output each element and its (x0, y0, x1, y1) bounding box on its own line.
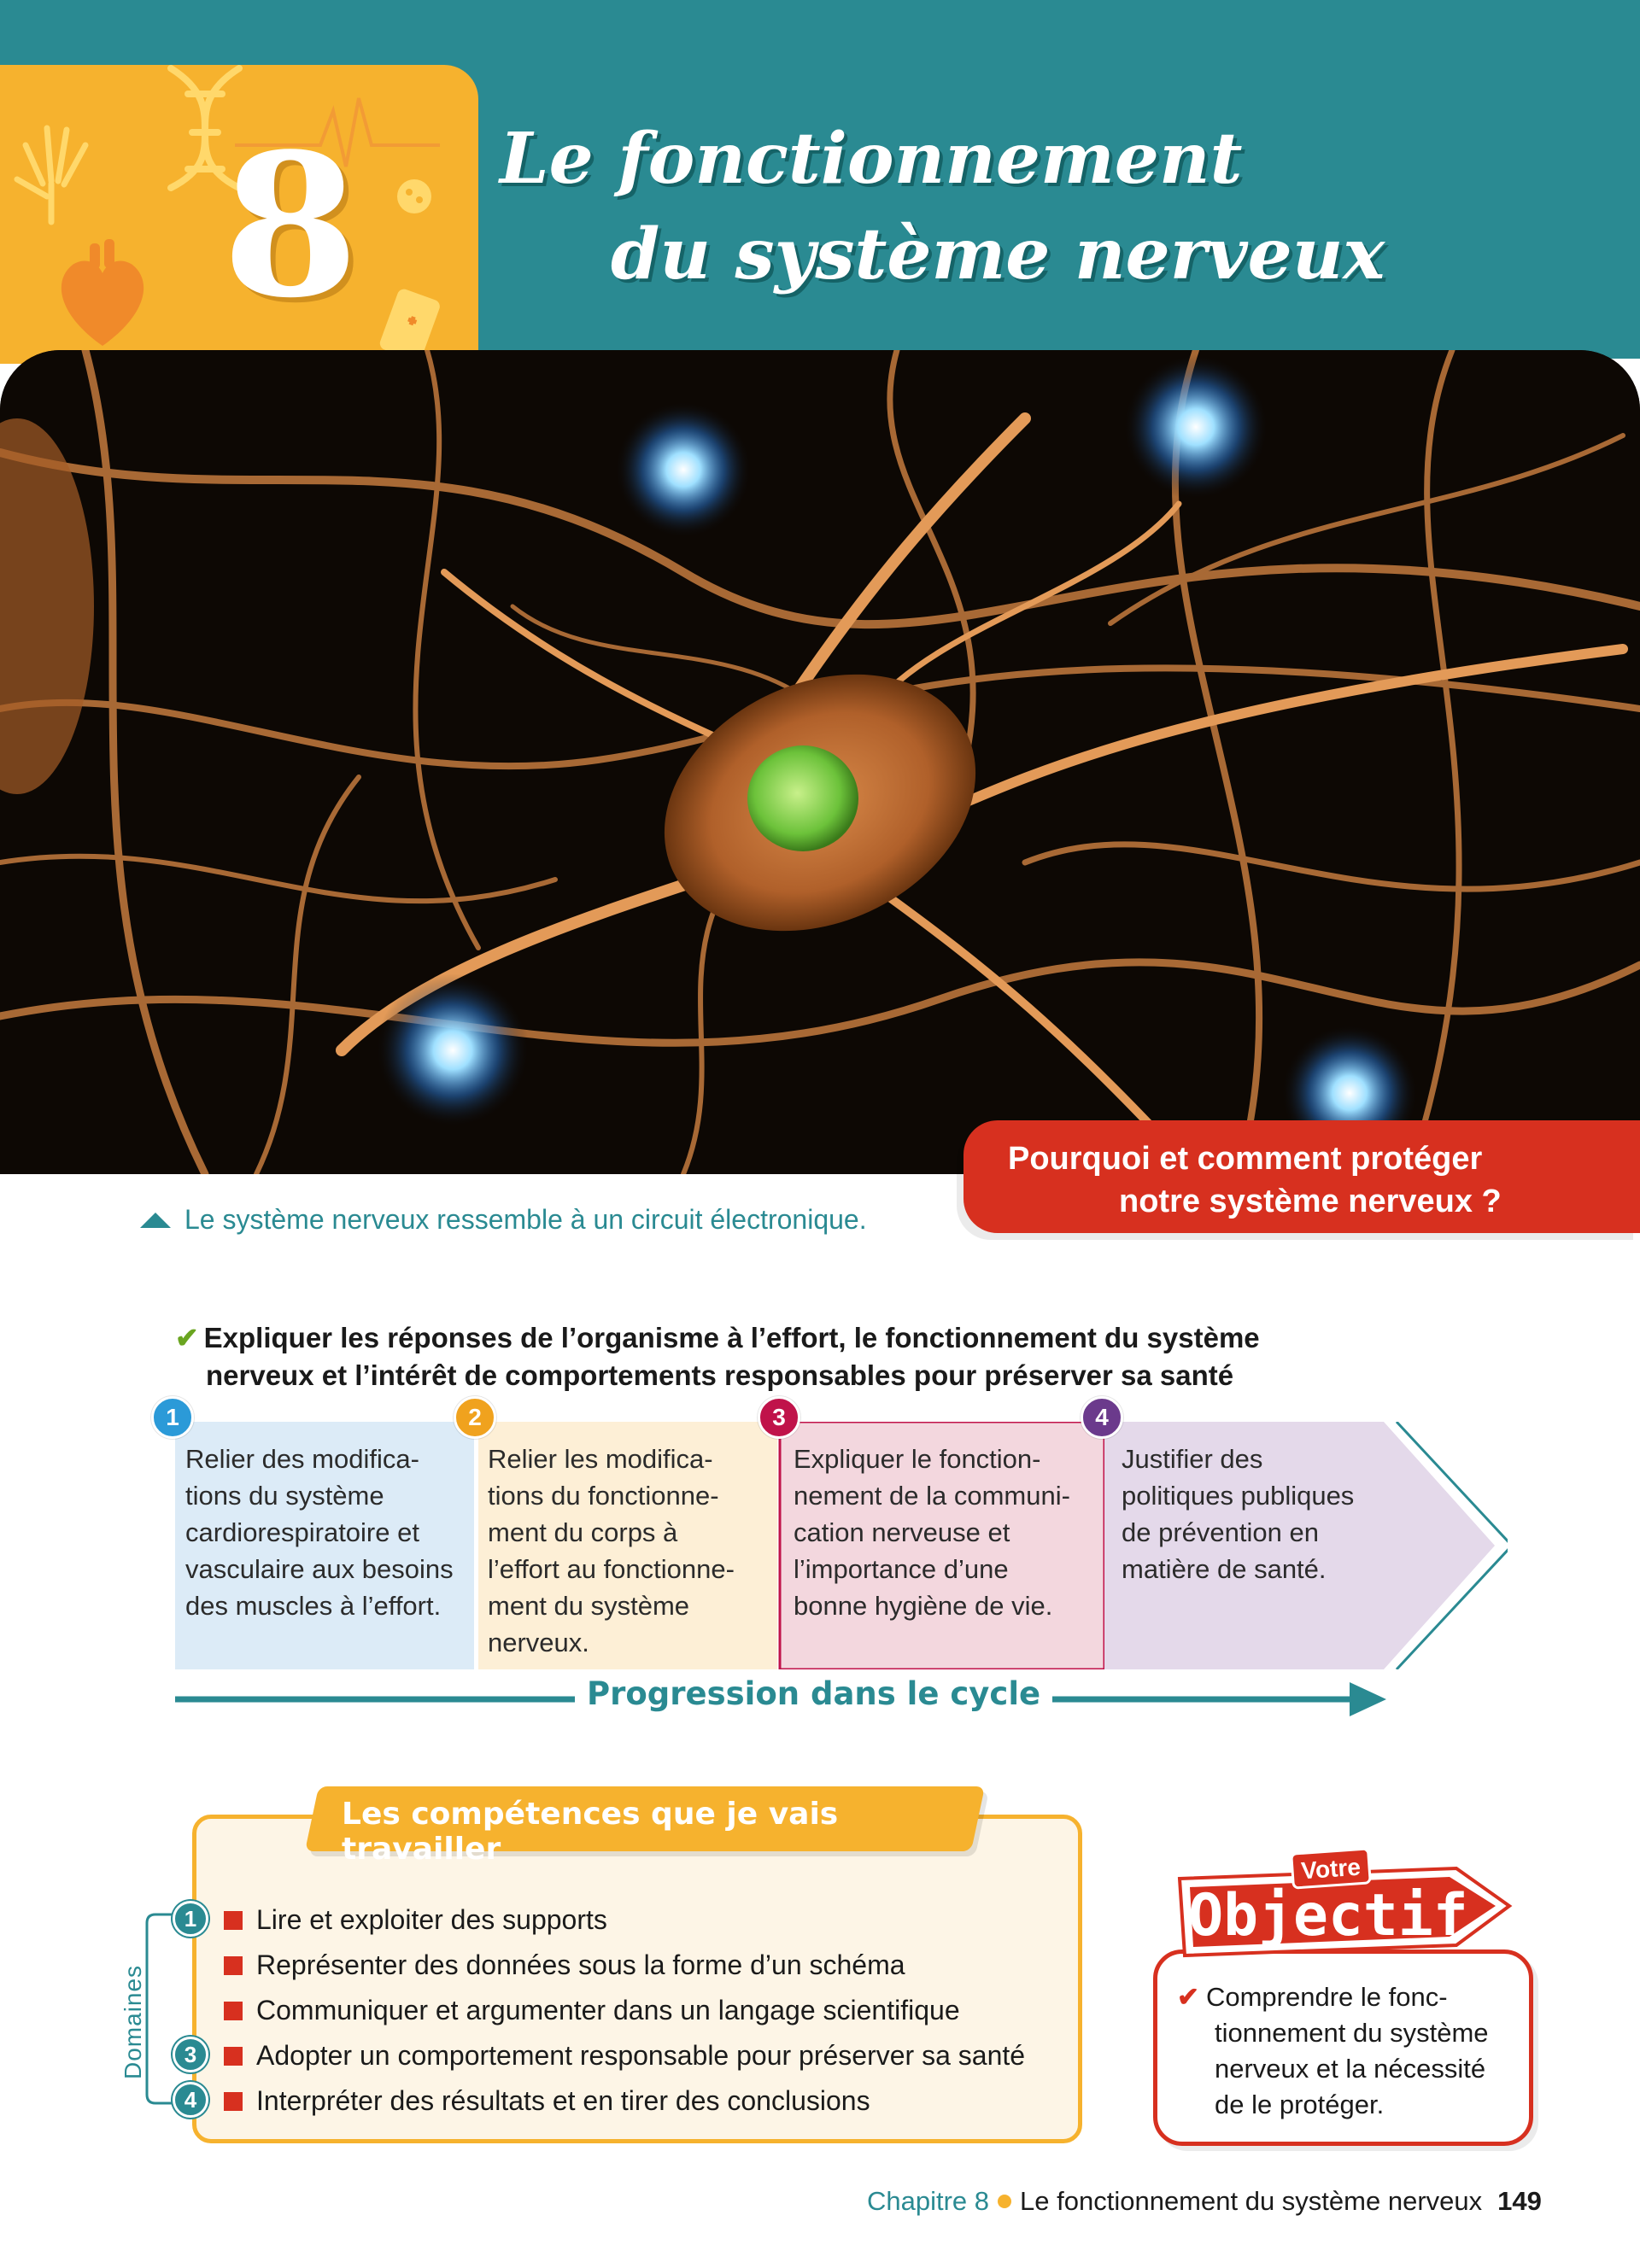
skeleton-hand-icon (14, 125, 89, 225)
medicine-bottle-icon (379, 289, 440, 359)
objectif-line: nerveux et la nécessité (1215, 2054, 1486, 2084)
chapter-title-line1: Le fonctionnement (500, 118, 1243, 200)
objectif-line: tionnement du système (1215, 2018, 1489, 2048)
image-caption: Le système nerveux ressemble à un circui… (140, 1204, 867, 1236)
objectif-banner: Votre Objectif (1177, 1847, 1513, 1958)
step-4-line: Justifier des (1122, 1444, 1263, 1474)
step-2-text: Relier les modifica- tions du fonctionne… (488, 1441, 735, 1661)
skills-banner-title: Les compétences que je vais travailler (342, 1797, 839, 1867)
step-3-line: nement de la communi- (794, 1481, 1070, 1511)
domains-bracket (145, 1913, 176, 2105)
page-number: 149 (1497, 2186, 1542, 2216)
steps-background (175, 1422, 1508, 1669)
progression-steps: 1 2 3 4 Relier des modifica- tions du sy… (151, 1396, 1508, 1669)
step-badge-4: 4 (1081, 1396, 1123, 1439)
heart-icon (61, 239, 144, 346)
domain-badge-3: 3 (173, 2037, 208, 2072)
objectif-line-text: Comprendre le fonc- (1205, 1982, 1448, 2012)
objectif-line: de le protéger. (1215, 2090, 1385, 2119)
step-3-line: bonne hygiène de vie. (794, 1591, 1053, 1621)
question-line1: Pourquoi et comment protéger (1008, 1141, 1483, 1177)
step-badge-1: 1 (151, 1396, 194, 1439)
caption-text: Le système nerveux ressemble à un circui… (184, 1204, 867, 1235)
chapter-title: Le fonctionnement du système nerveux (500, 111, 1610, 302)
step-1-line: cardiorespiratoire et (185, 1517, 419, 1547)
page-footer: Chapitre 8 Le fonctionnement du système … (867, 2186, 1542, 2217)
heartbeat-icon (235, 97, 440, 167)
skill-text: Interpréter des résultats et en tirer de… (256, 2085, 870, 2116)
step-1-line: des muscles à l’effort. (185, 1591, 442, 1621)
step-2-line: l’effort au fonctionne- (488, 1554, 735, 1584)
step-4-line: matière de santé. (1122, 1554, 1327, 1584)
red-square-bullet-icon (224, 2001, 243, 2020)
question-line2: notre système nerveux ? (1119, 1184, 1502, 1219)
footer-title: Le fonctionnement du système nerveux (1020, 2186, 1483, 2216)
objectif-text: ✔Comprendre le fonc- tionnement du systè… (1177, 1979, 1536, 2123)
step-2-line: ment du système (488, 1591, 690, 1621)
step-2-line: ment du corps à (488, 1517, 678, 1547)
objectif-box (1153, 1949, 1533, 2146)
red-square-bullet-icon (224, 1910, 243, 1930)
virus-icon (397, 179, 431, 213)
step-2-line: Relier les modifica- (488, 1444, 713, 1474)
problem-question: Pourquoi et comment protéger notre systè… (1008, 1137, 1606, 1223)
footer-dot-icon (998, 2195, 1012, 2208)
footer-chapter: Chapitre 8 (867, 2186, 990, 2216)
step-badge-2: 2 (454, 1396, 496, 1439)
step-badge-3: 3 (758, 1396, 800, 1439)
step-3-line: cation nerveuse et (794, 1517, 1010, 1547)
domain-badge-1: 1 (173, 1901, 208, 1937)
step-1-line: Relier des modifica- (185, 1444, 419, 1474)
skill-item: Représenter des données sous la forme d’… (224, 1943, 1025, 1988)
skill-text: Communiquer et argumenter dans un langag… (256, 1995, 960, 2025)
neuron-hero-image (0, 350, 1640, 1174)
skill-text: Lire et exploiter des supports (256, 1904, 607, 1935)
step-2-line: nerveux. (488, 1628, 589, 1657)
progression-label: Progression dans le cycle (575, 1675, 1053, 1712)
chapter-title-line2: du système nerveux (611, 213, 1385, 295)
step-3-text: Expliquer le fonction- nement de la comm… (794, 1441, 1070, 1624)
red-checkmark-icon: ✔ (1177, 1982, 1199, 2012)
skill-item: Adopter un comportement responsable pour… (224, 2033, 1025, 2078)
skill-item: Lire et exploiter des supports (224, 1897, 1025, 1943)
skill-item: Interpréter des résultats et en tirer de… (224, 2078, 1025, 2124)
red-square-bullet-icon (224, 2091, 243, 2111)
step-4-text: Justifier des politiques publiques de pr… (1122, 1441, 1354, 1587)
red-square-bullet-icon (224, 2046, 243, 2066)
skills-list: Lire et exploiter des supports Représent… (224, 1897, 1025, 2124)
skill-item: Communiquer et argumenter dans un langag… (224, 1988, 1025, 2033)
step-3-line: Expliquer le fonction- (794, 1444, 1041, 1474)
chapter-number: 8 (221, 111, 360, 342)
step-1-text: Relier des modifica- tions du système ca… (185, 1441, 454, 1624)
program-line1: Expliquer les réponses de l’organisme à … (203, 1322, 1260, 1353)
question-banner (964, 1120, 1640, 1233)
objectif-title: Objectif (1188, 1882, 1468, 1949)
step-2-line: tions du fonctionne- (488, 1481, 719, 1511)
program-statement: ✔Expliquer les réponses de l’organisme à… (175, 1319, 1371, 1394)
domains-label: Domaines (120, 1964, 146, 2079)
step-4-line: politiques publiques (1122, 1481, 1355, 1511)
skill-text: Adopter un comportement responsable pour… (256, 2040, 1026, 2071)
objectif-line: ✔Comprendre le fonc- (1177, 1979, 1536, 2015)
domain-badge-4: 4 (173, 2082, 208, 2118)
objectif-votre: Votre (1300, 1854, 1361, 1885)
step-1-line: tions du système (185, 1481, 384, 1511)
step-1-line: vasculaire aux besoins (185, 1554, 454, 1584)
program-line2: nerveux et l’intérêt de comportements re… (206, 1359, 1234, 1391)
step-4-line: de prévention en (1122, 1517, 1319, 1547)
red-square-bullet-icon (224, 1955, 243, 1975)
dna-icon (167, 65, 243, 191)
skills-box (192, 1815, 1082, 2143)
step-3-line: l’importance d’une (794, 1554, 1009, 1584)
skill-text: Représenter des données sous la forme d’… (256, 1949, 905, 1980)
progression-arrow: Progression dans le cycle (175, 1675, 1388, 1727)
caption-triangle-icon (140, 1212, 171, 1228)
checkmark-icon: ✔ (175, 1322, 199, 1353)
